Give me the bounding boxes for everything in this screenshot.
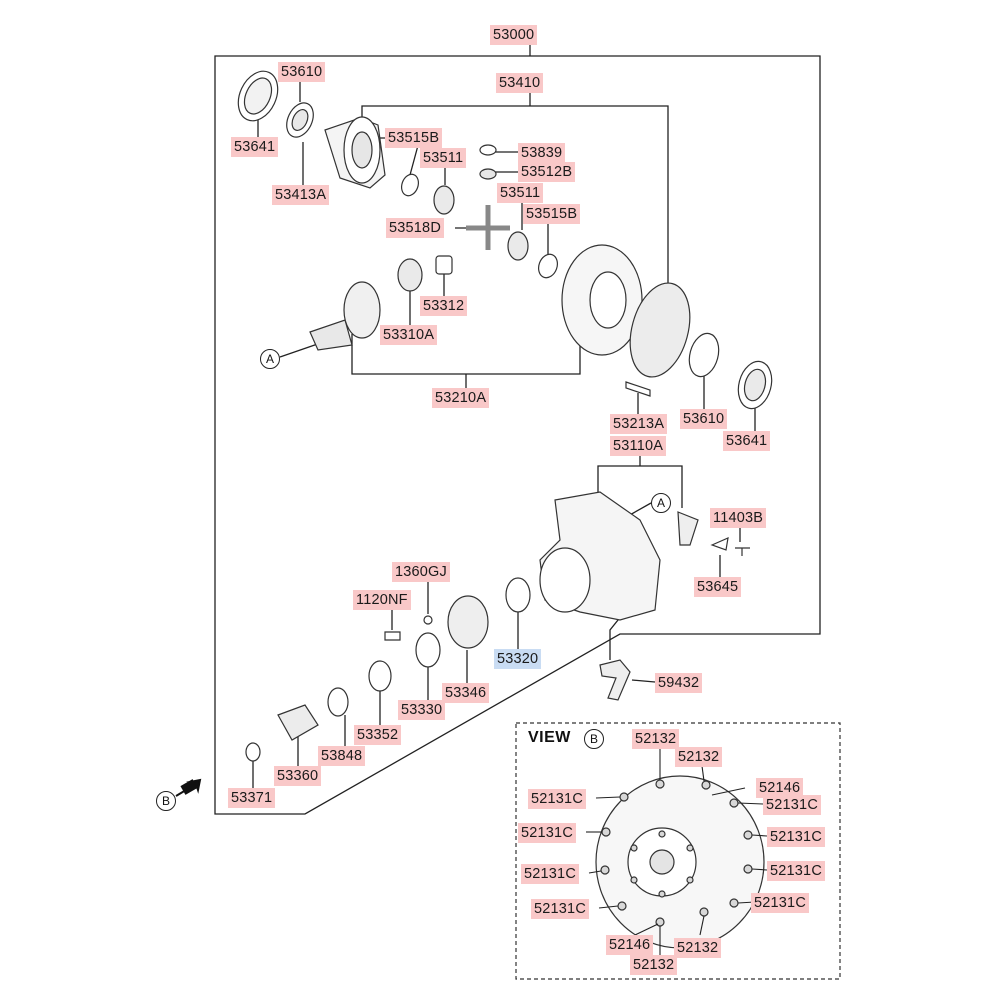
callout-a-housing: A <box>651 493 671 513</box>
part-label: 53330 <box>398 700 446 720</box>
part-label: 53320 <box>494 649 542 669</box>
part-label: 1360GJ <box>392 562 450 582</box>
part-label: 53645 <box>694 577 742 597</box>
part-label: 1120NF <box>353 590 411 610</box>
part-label: 53371 <box>228 788 276 808</box>
part-label: 53312 <box>420 296 468 316</box>
part-label: 53839 <box>518 143 566 163</box>
part-label: 53641 <box>723 431 771 451</box>
part-label: 52131C <box>767 827 825 847</box>
part-label: 53848 <box>318 746 366 766</box>
part-label: 53413A <box>272 185 330 205</box>
part-label: 53410 <box>496 73 544 93</box>
part-label: 52132 <box>630 955 678 975</box>
part-label: 53515B <box>385 128 443 148</box>
assembly-frame <box>214 55 821 815</box>
part-label: 52131C <box>763 795 821 815</box>
part-label: 53518D <box>386 218 444 238</box>
part-label: 52146 <box>606 935 654 955</box>
part-label: 59432 <box>655 673 703 693</box>
view-b-panel <box>515 722 841 980</box>
part-label: 53346 <box>442 683 490 703</box>
part-label: 11403B <box>710 508 767 528</box>
part-label: 53213A <box>610 414 668 434</box>
part-label: 53511 <box>497 183 544 203</box>
part-label: 52131C <box>528 789 586 809</box>
part-label: 52131C <box>751 893 809 913</box>
part-label: 53352 <box>354 725 402 745</box>
part-label: 52132 <box>675 747 723 767</box>
part-label: 52131C <box>521 864 579 884</box>
part-label: 53610 <box>278 62 326 82</box>
callout-a-pinion: A <box>260 349 280 369</box>
callout-b: B <box>156 791 176 811</box>
part-label: 53210A <box>432 388 490 408</box>
part-label: 53511 <box>420 148 467 168</box>
part-label: 52146 <box>756 778 804 798</box>
part-label: 52131C <box>518 823 576 843</box>
part-label: 52132 <box>632 729 680 749</box>
part-label: 52132 <box>674 938 722 958</box>
view-b-callout: B <box>584 729 604 749</box>
part-label: 52131C <box>531 899 589 919</box>
part-label: 53610 <box>680 409 728 429</box>
part-label: 53110A <box>610 436 667 456</box>
part-label: 53641 <box>231 137 279 157</box>
part-label: 53515B <box>523 204 581 224</box>
part-label: 52131C <box>767 861 825 881</box>
view-title: VIEW <box>528 729 571 746</box>
part-label: 53512B <box>518 162 576 182</box>
part-label: 53000 <box>490 25 538 45</box>
part-label: 53310A <box>380 325 438 345</box>
part-label: 53360 <box>274 766 322 786</box>
